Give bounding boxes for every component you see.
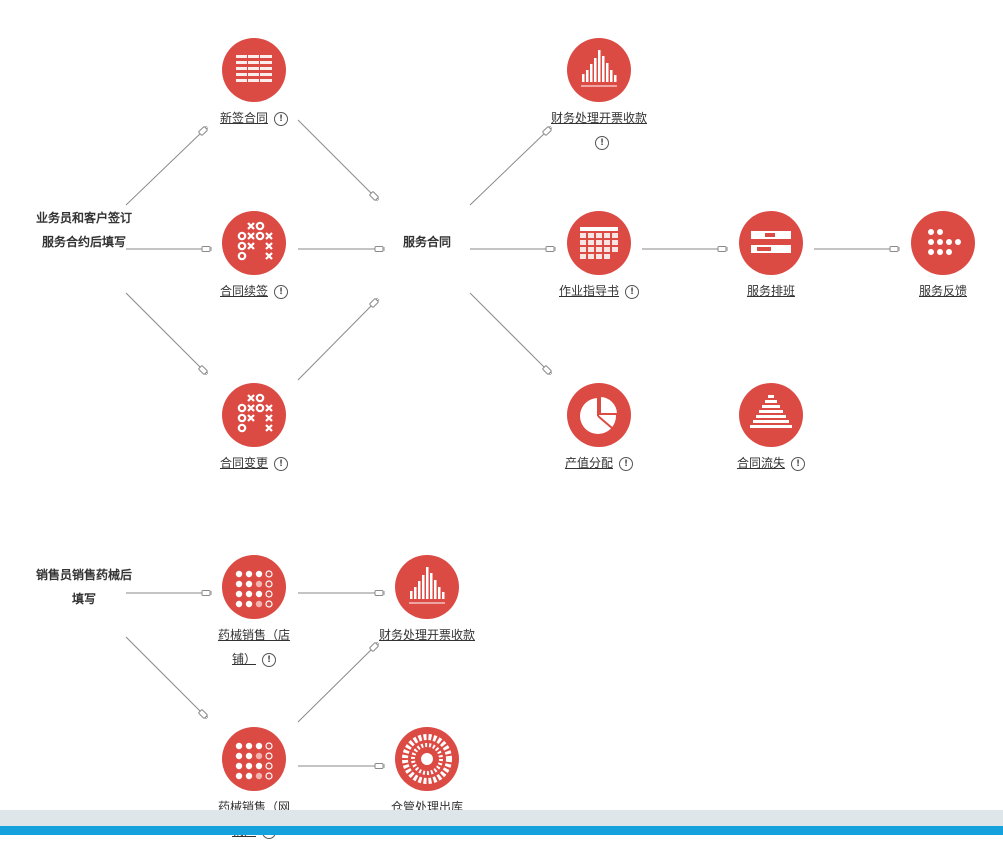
new-contract-link[interactable]: 新签合同 [219,111,268,125]
info-icon[interactable]: ! [274,284,288,299]
info-icon[interactable]: ! [595,135,609,150]
flow2-start-text: 销售员销售药械后填写 [36,568,133,606]
dot-grid-icon[interactable] [222,727,286,791]
calendar-grid-icon[interactable] [567,211,631,275]
store-sales-link[interactable]: 药械销售（店铺） [217,628,290,666]
gantt-bars-icon[interactable] [739,211,803,275]
info-icon[interactable]: ! [625,284,639,299]
change-contract-link[interactable]: 合同变更 [219,456,268,470]
info-icon[interactable]: ! [619,456,633,471]
output-alloc-link[interactable]: 产值分配 [564,456,613,470]
bottom-accent-bar [0,826,1003,835]
connector [125,636,204,715]
connector [469,292,548,371]
connector [297,119,375,197]
connector [125,292,204,371]
finance-link-1[interactable]: 财务处理开票收款 [551,111,648,125]
contract-loss-link[interactable]: 合同流失 [736,456,785,470]
node-renew-contract[interactable]: 合同续签! [199,211,309,303]
node-output-alloc[interactable]: 产值分配! [544,383,654,475]
node-finance-1[interactable]: 财务处理开票收款! [544,38,654,154]
histogram-icon[interactable] [395,555,459,619]
pyramid-icon[interactable] [739,383,803,447]
service-contract-text: 服务合同 [402,235,451,249]
pie-chart-icon[interactable] [567,383,631,447]
info-icon[interactable]: ! [274,111,288,126]
info-icon[interactable]: ! [791,456,805,471]
renew-contract-link[interactable]: 合同续签 [219,284,268,298]
node-feedback[interactable]: 服务反馈 [888,211,998,303]
schedule-link[interactable]: 服务排班 [746,284,795,298]
finance-link-2[interactable]: 财务处理开票收款 [379,628,476,642]
info-icon[interactable]: ! [262,652,276,667]
table-icon[interactable] [222,38,286,102]
node-new-contract[interactable]: 新签合同! [199,38,309,130]
histogram-icon[interactable] [567,38,631,102]
feedback-link[interactable]: 服务反馈 [918,284,967,298]
connector [469,130,548,206]
node-contract-loss[interactable]: 合同流失! [716,383,826,475]
tic-tac-toe-icon[interactable] [222,383,286,447]
dot-grid-icon[interactable] [222,555,286,619]
work-guide-link[interactable]: 作业指导书 [558,284,619,298]
connector [297,646,375,723]
connector [297,302,375,381]
connector [125,130,204,206]
info-icon[interactable]: ! [274,456,288,471]
node-warehouse[interactable]: 仓管处理出库 [372,727,482,819]
node-work-guide[interactable]: 作业指导书! [544,211,654,303]
dot-matrix-icon[interactable] [911,211,975,275]
radial-icon[interactable] [395,727,459,791]
node-store-sales[interactable]: 药械销售（店铺）! [199,555,309,671]
tic-tac-toe-icon[interactable] [222,211,286,275]
node-change-contract[interactable]: 合同变更! [199,383,309,475]
node-schedule[interactable]: 服务排班 [716,211,826,303]
node-finance-2[interactable]: 财务处理开票收款 [372,555,482,647]
flow1-start-text: 业务员和客户签订服务合约后填写 [36,211,133,249]
